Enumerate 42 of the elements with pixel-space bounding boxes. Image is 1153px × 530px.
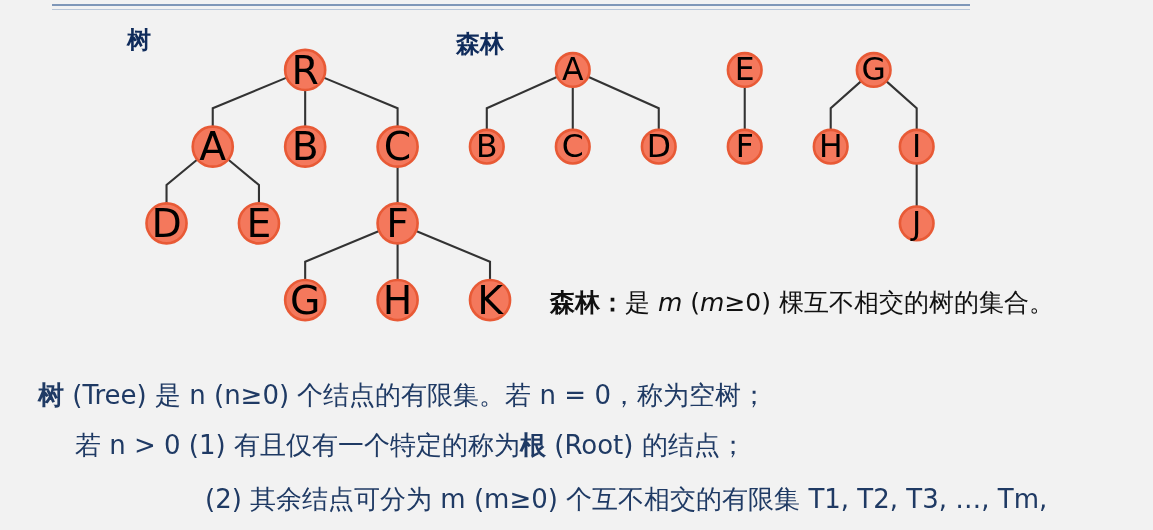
definition-text: 树 (Tree) 是 n (n≥0) 个结点的有限集。若 n = 0，称为空树； xyxy=(38,379,767,412)
tree-node-circle: K xyxy=(468,277,512,323)
tree-node-circle: B xyxy=(468,128,505,165)
tree-node-circle: H xyxy=(376,277,419,323)
tree-node-circle: E xyxy=(237,200,281,247)
tree-branch-line xyxy=(885,80,918,130)
tree-branch-line xyxy=(915,163,918,207)
tree-node-circle: A xyxy=(191,123,235,170)
tree-branch-line xyxy=(211,76,288,127)
definition-text: 若 n > 0 (1) 有且仅有一个特定的称为根 (Root) 的结点； xyxy=(75,429,746,462)
tree-branch-line xyxy=(304,230,380,281)
tree-node-circle: F xyxy=(376,200,419,247)
tree-branch-line xyxy=(743,86,746,130)
tree-branch-line xyxy=(829,80,862,130)
tree-branch-line xyxy=(304,89,307,127)
section-heading: 树 xyxy=(127,25,151,56)
tree-branch-line xyxy=(165,158,198,204)
tree-branch-line xyxy=(396,243,399,281)
tree-node-circle: F xyxy=(726,128,763,165)
tree-node-circle: G xyxy=(855,51,892,89)
tree-branch-line xyxy=(396,166,399,204)
tree-node-circle: E xyxy=(726,51,763,89)
definition-text: (2) 其余结点可分为 m (m≥0) 个互不相交的有限集 T1, T2, T3, …, Tm, xyxy=(205,483,1048,516)
tree-node-circle: H xyxy=(812,128,849,165)
tree-node-circle: J xyxy=(898,205,935,242)
tree-branch-line xyxy=(485,75,558,130)
tree-node-circle: R xyxy=(283,47,327,93)
tree-node-circle: G xyxy=(283,277,327,323)
tree-node-circle: D xyxy=(640,128,677,165)
tree-node-circle: B xyxy=(283,123,327,170)
tree-node-circle: C xyxy=(554,128,591,165)
tree-node-circle: I xyxy=(898,128,935,165)
tree-node-circle: A xyxy=(554,51,591,89)
tree-branch-line xyxy=(415,230,492,281)
definition-text: 森林：是 m (m≥0) 棵互不相交的树的集合。 xyxy=(550,287,1054,319)
section-heading: 森林 xyxy=(456,29,504,60)
tree-branch-line xyxy=(587,75,660,130)
tree-node-circle: D xyxy=(145,200,188,247)
tree-node-circle: C xyxy=(376,123,419,170)
tree-branch-line xyxy=(323,76,399,127)
tree-branch-line xyxy=(571,86,574,130)
tree-branch-line xyxy=(227,158,260,204)
